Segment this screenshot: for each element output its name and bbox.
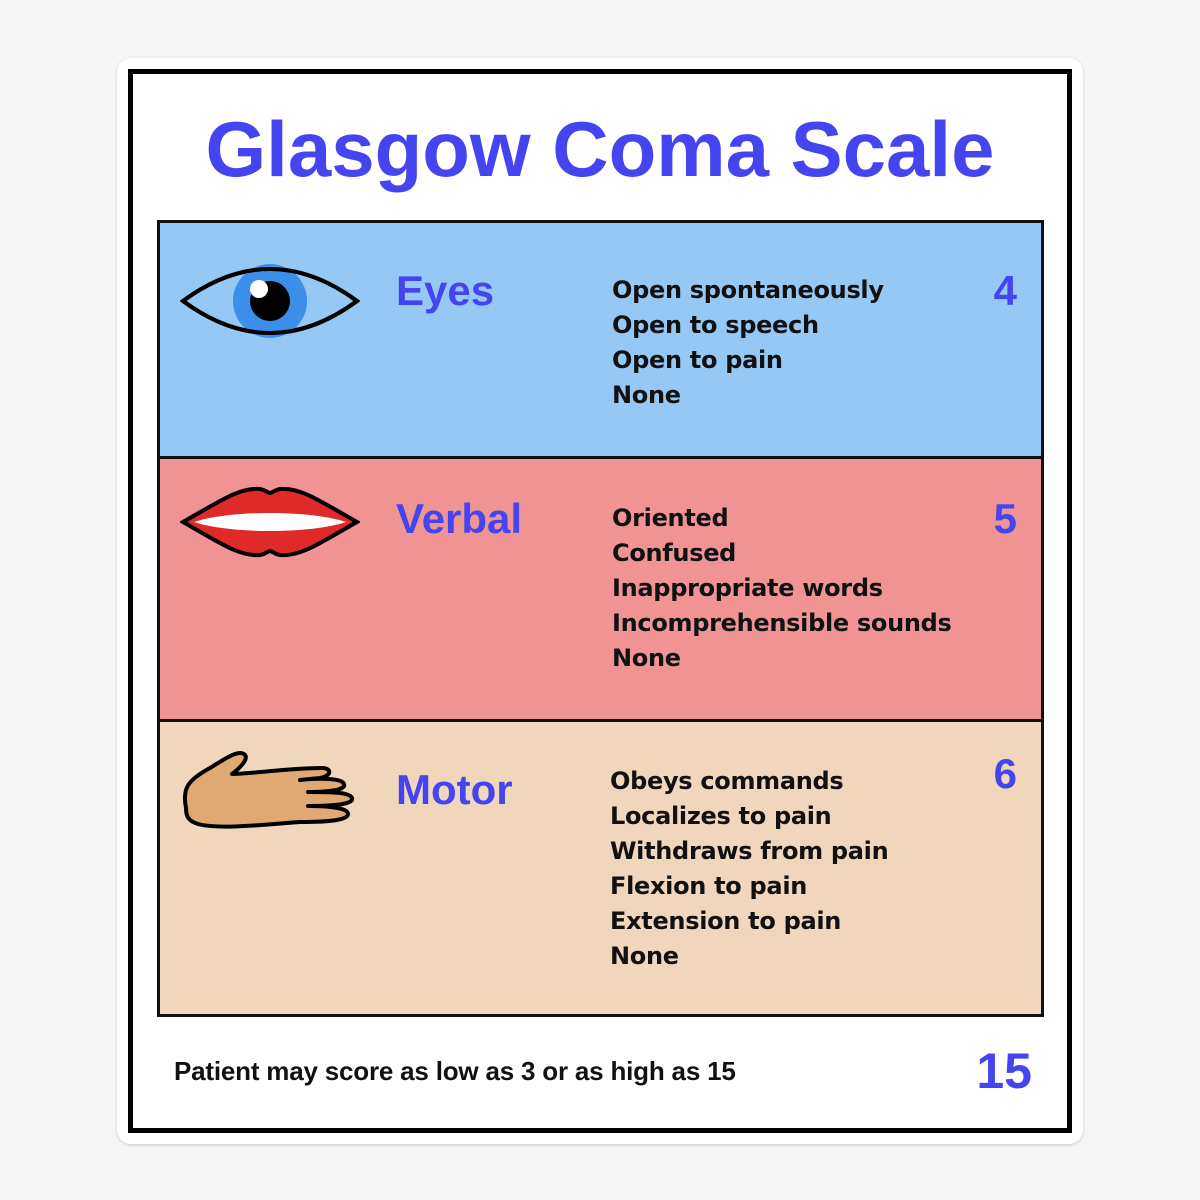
response-item: None (610, 942, 679, 970)
motor-response-list: Obeys commands Localizes to pain Withdra… (610, 764, 889, 974)
category-label-motor: Motor (396, 766, 513, 813)
max-total-score: 15 (976, 1043, 1032, 1099)
category-label-verbal: Verbal (396, 495, 523, 542)
hand-icon (180, 748, 360, 841)
response-item: Oriented (612, 504, 729, 532)
category-row-verbal: Verbal Oriented Confused Inappropriate w… (160, 459, 1041, 722)
score-range-note: Patient may score as low as 3 or as high… (174, 1056, 736, 1086)
response-item: Open to speech (612, 311, 819, 339)
category-row-eyes: Eyes Open spontaneously Open to speech O… (160, 223, 1041, 459)
eye-icon (179, 259, 361, 348)
max-score-verbal: 5 (993, 495, 1017, 542)
response-item: Open spontaneously (612, 276, 884, 304)
response-item: Incomprehensible sounds (612, 609, 952, 637)
verbal-response-list: Oriented Confused Inappropriate words In… (612, 501, 952, 676)
response-item: None (612, 644, 681, 672)
page-title: Glasgow Coma Scale (205, 105, 995, 193)
response-item: Localizes to pain (610, 802, 832, 830)
max-score-motor: 6 (993, 750, 1017, 797)
response-item: Confused (612, 539, 737, 567)
response-item: Extension to pain (610, 907, 842, 935)
scale-table: Eyes Open spontaneously Open to speech O… (157, 220, 1044, 1017)
response-item: Inappropriate words (612, 574, 883, 602)
response-item: Obeys commands (610, 767, 844, 795)
max-score-eyes: 4 (993, 267, 1017, 314)
category-row-motor: Motor Obeys commands Localizes to pain W… (160, 722, 1041, 1014)
eyes-response-list: Open spontaneously Open to speech Open t… (612, 273, 884, 413)
category-label-eyes: Eyes (396, 267, 495, 314)
response-item: Flexion to pain (610, 872, 808, 900)
lips-icon (178, 481, 362, 568)
response-item: Withdraws from pain (610, 837, 889, 865)
response-item: Open to pain (612, 346, 783, 374)
response-item: None (612, 381, 681, 409)
